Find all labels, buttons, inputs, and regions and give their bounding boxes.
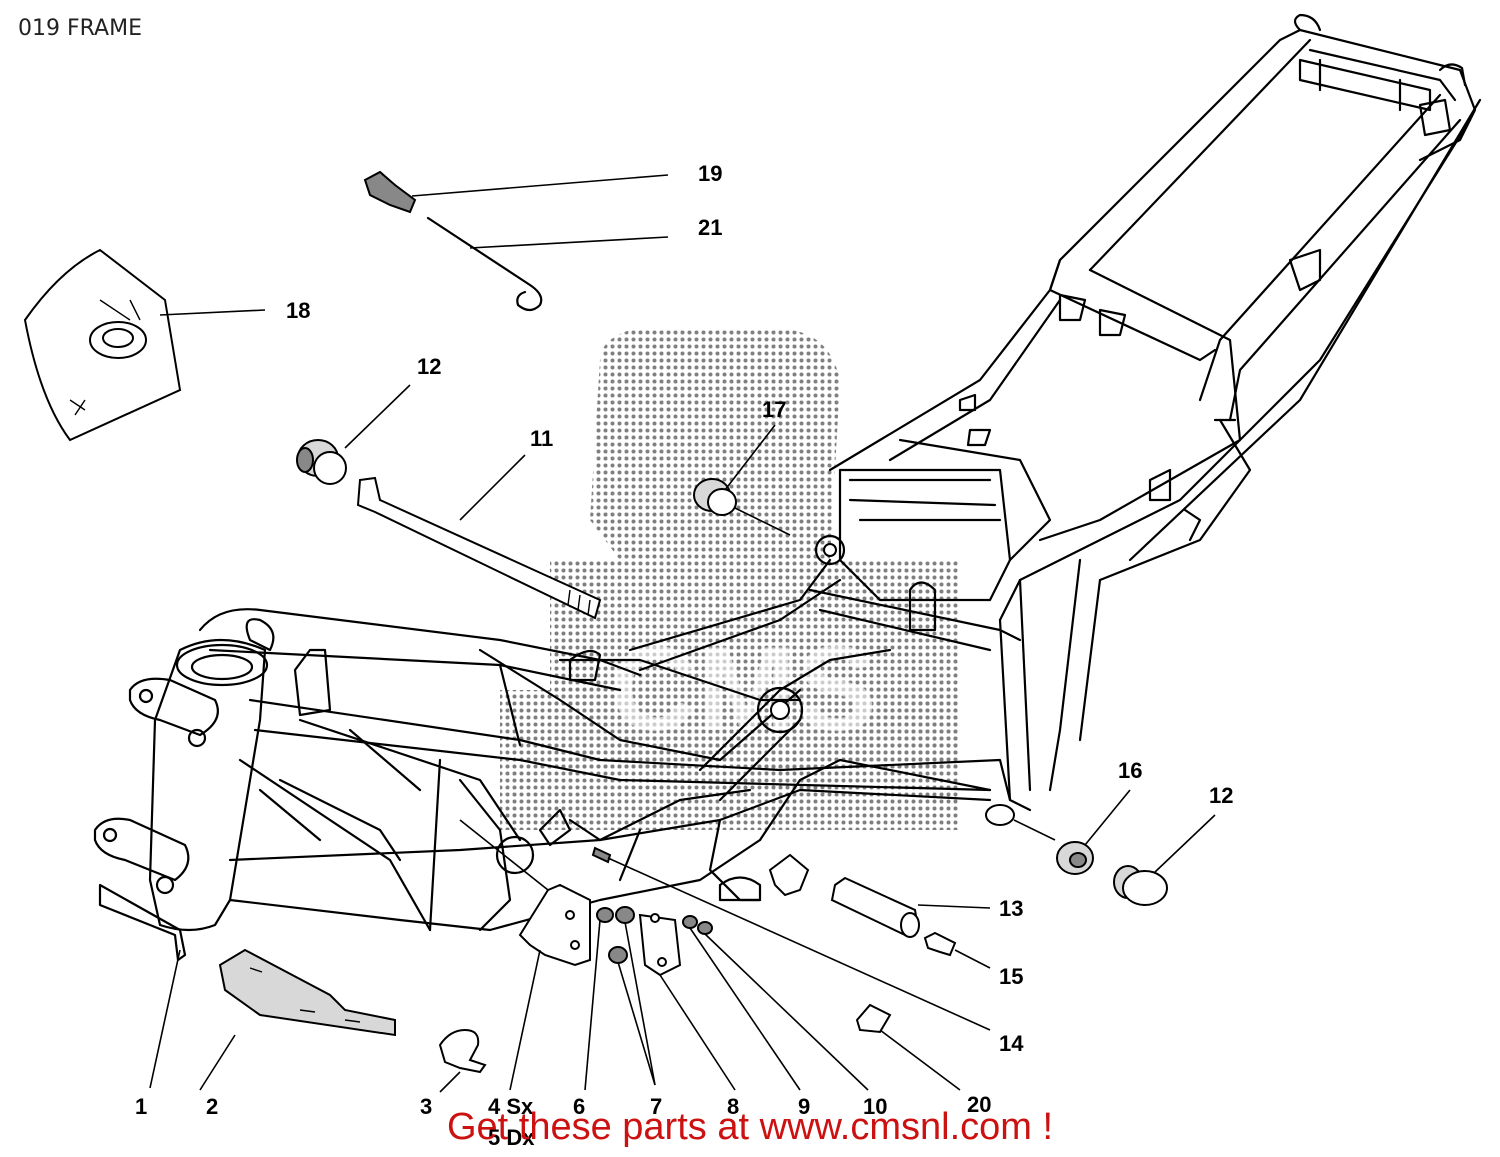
callout-4: 4 Sx <box>488 1094 534 1119</box>
callout-21: 21 <box>698 215 722 240</box>
callout-12b: 12 <box>1209 783 1233 808</box>
callout-15: 15 <box>999 964 1023 989</box>
part-13-spacer <box>830 876 920 938</box>
callout-6: 6 <box>573 1094 585 1119</box>
frame-body <box>808 13 1482 812</box>
callout-1: 1 <box>135 1094 147 1119</box>
watermark-logo: CMS <box>500 330 960 830</box>
part-21-rod <box>426 216 543 312</box>
part-3-clamp <box>438 1028 487 1074</box>
part-1-bracket <box>149 949 181 1089</box>
leader-lines <box>159 174 1216 1093</box>
callout-17: 17 <box>762 397 786 422</box>
part-12-bushing-right <box>1113 865 1168 906</box>
part-15-screw <box>923 931 957 957</box>
promo-banner-link[interactable]: Get these parts at www.cmsnl.com ! <box>446 1106 1054 1148</box>
part-17-bushing <box>693 478 791 536</box>
callout-3: 3 <box>420 1094 432 1119</box>
part-11-spindle <box>356 476 602 620</box>
diagram-title: 019 FRAME <box>18 16 142 41</box>
part-2-plate <box>218 948 396 1037</box>
part-8-plate <box>638 913 682 977</box>
callout-7: 7 <box>650 1094 662 1119</box>
callout-9: 9 <box>798 1094 810 1119</box>
callout-10: 10 <box>863 1094 887 1119</box>
main-frame <box>93 534 1015 962</box>
callout-labels: 1 2 3 4 Sx 5 Dx 6 7 8 9 10 11 12 12 13 1… <box>135 161 1233 1150</box>
part-6-7-nuts <box>596 906 635 964</box>
callout-12a: 12 <box>417 354 441 379</box>
callout-13: 13 <box>999 896 1023 921</box>
callout-20: 20 <box>967 1092 991 1117</box>
part-12-bushing-top <box>296 439 347 485</box>
callout-8: 8 <box>727 1094 739 1119</box>
callout-16: 16 <box>1118 758 1142 783</box>
callout-14: 14 <box>999 1031 1024 1056</box>
callout-19: 19 <box>698 161 722 186</box>
callout-18: 18 <box>286 298 310 323</box>
part-14-stud <box>768 853 810 897</box>
watermark-text: CMS <box>610 622 877 756</box>
part-18-tank-bag <box>23 248 182 442</box>
part-16-nut <box>1056 841 1094 875</box>
callout-2: 2 <box>206 1094 218 1119</box>
part-19-cap <box>363 170 417 214</box>
callout-5: 5 Dx <box>488 1125 535 1150</box>
part-4-5-bracket <box>518 883 591 967</box>
part-9-10-bolts <box>591 846 713 935</box>
callout-11: 11 <box>530 426 553 451</box>
part-20-clip <box>855 1003 892 1034</box>
